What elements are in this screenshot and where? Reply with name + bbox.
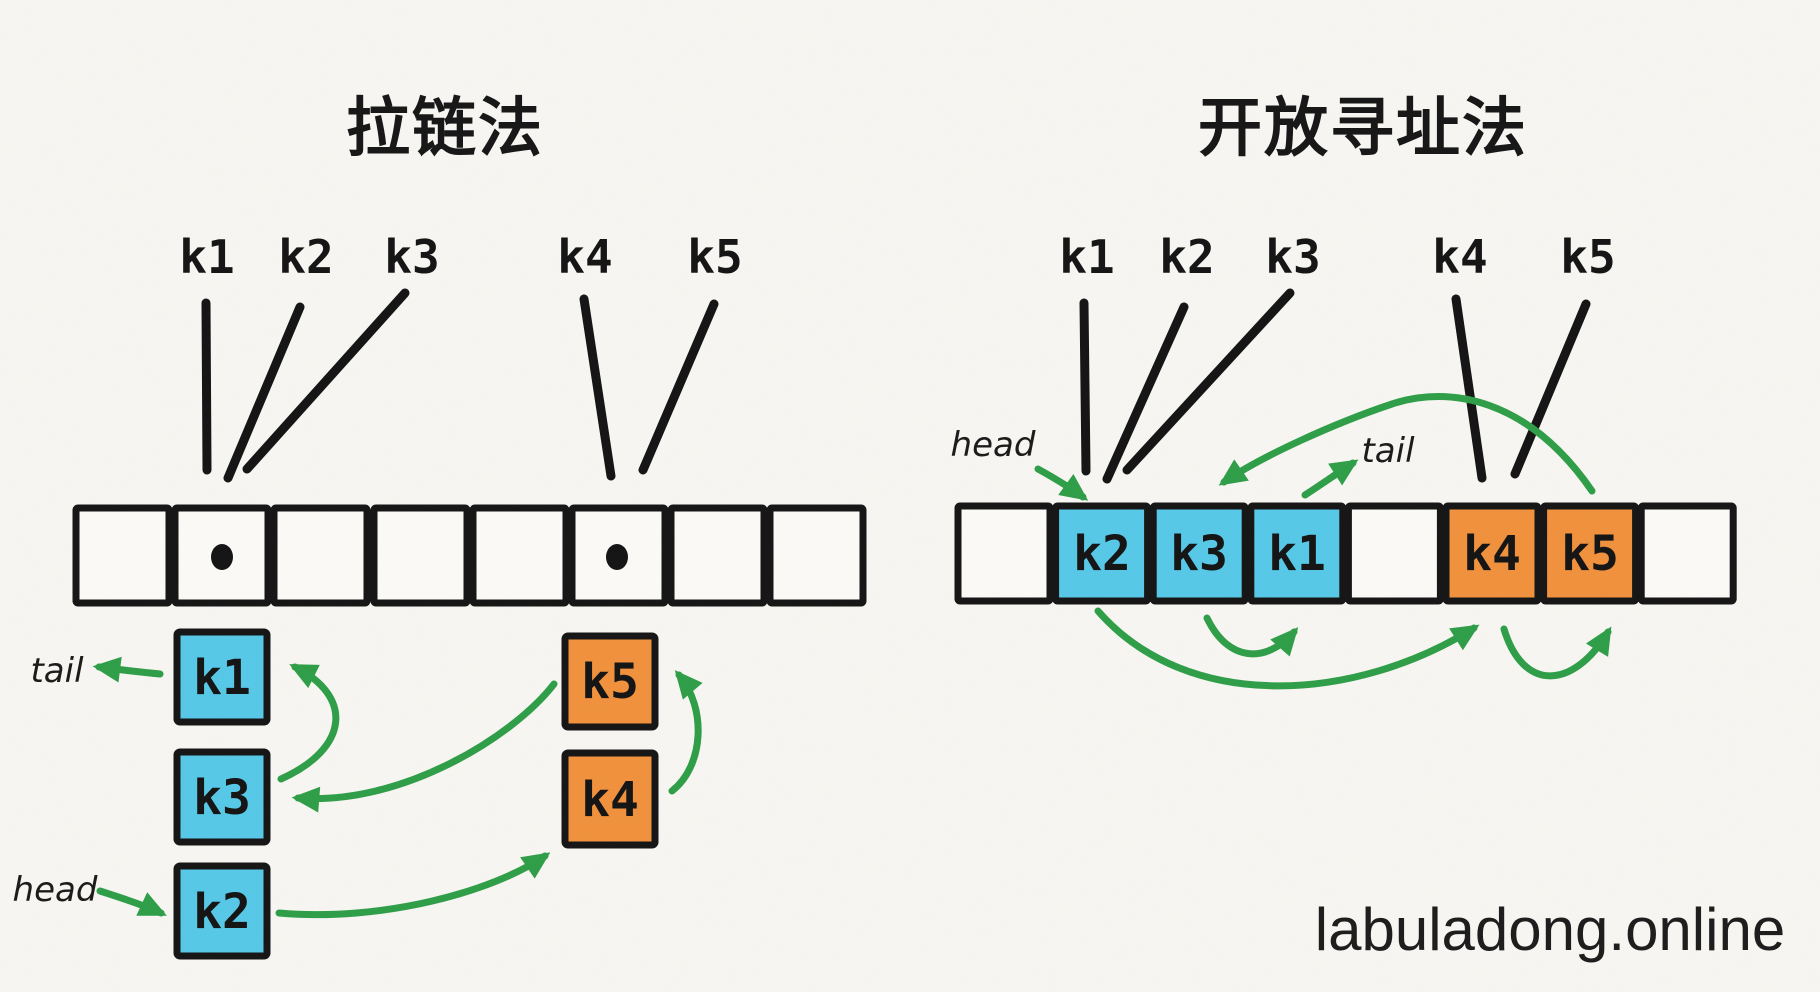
diagram-canvas: 拉链法 k1 k2 k3 k4 k5 — [0, 0, 1820, 992]
paper-grain-overlay — [0, 0, 1820, 992]
hash-collision-diagram: 拉链法 k1 k2 k3 k4 k5 — [0, 0, 1820, 992]
